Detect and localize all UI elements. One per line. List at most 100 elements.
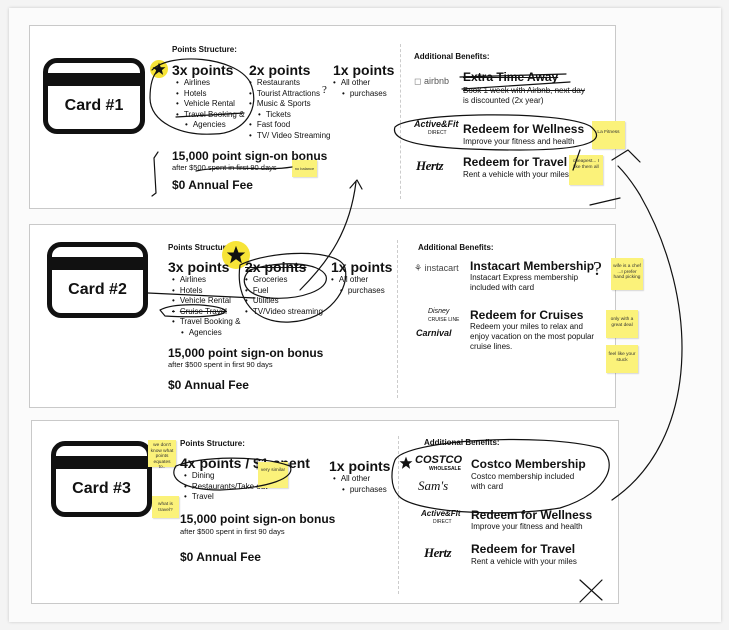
benefit-desc-line: included with card [470, 283, 535, 292]
cruise-logos: Disney CRUISE LINE Carnival [416, 308, 460, 338]
benefit-description: Rent a vehicle with your miles [471, 557, 577, 566]
list-item: All other [333, 78, 387, 89]
tier-1x-title: 1x points [329, 458, 391, 474]
list-item: TV/Video streaming [245, 307, 323, 318]
benefit-desc-line: Costco membership included [471, 472, 575, 481]
benefit-desc-line: Book 1 week with Airbnb, next day [463, 86, 585, 95]
signon-bonus: 15,000 point sign-on bonus [172, 149, 328, 163]
benefit-description: Improve your fitness and health [463, 137, 575, 146]
benefit-title: Extra Time Away [463, 70, 559, 84]
sticky-note-balance: no balance [292, 160, 317, 177]
card-2-image: Card #2 [47, 242, 148, 318]
benefit-title: Redeem for Wellness [463, 122, 585, 136]
sticky-note-travel: what is travel? [152, 496, 179, 518]
list-item: All other [333, 474, 387, 485]
list-item: Music & Sports [249, 99, 330, 110]
card-name: Card #1 [64, 97, 124, 114]
sticky-note-chef: wife is a chef ...I prefer hand picking [611, 258, 643, 290]
tier-1x-list: All other purchases [333, 78, 387, 99]
list-item: Travel [184, 492, 267, 503]
instacart-wordmark: instacart [424, 263, 459, 273]
list-item: Restaurants [249, 78, 330, 89]
card-1-image: Card #1 [43, 58, 145, 134]
benefit-desc-line: Instacart Express membership [470, 273, 579, 282]
disney-wordmark: Disney [428, 308, 450, 315]
disney-cruise-line: CRUISE LINE [428, 317, 460, 323]
benefit-description: Costco membership included with card [471, 472, 574, 492]
tier-4x-title: 4x points / $1 spent [180, 455, 310, 471]
column-divider [398, 436, 399, 594]
list-item: Groceries [245, 275, 323, 286]
annual-fee: $0 Annual Fee [168, 378, 249, 392]
handwritten-question-mark: ? [322, 84, 327, 96]
sticky-note-points-value: we don't know what points equates to.. [148, 440, 176, 470]
list-item: Airlines [172, 275, 240, 286]
active-fit-logo: Active&Fit DIRECT [414, 120, 459, 138]
benefit-desc-line: with card [471, 482, 504, 491]
sticky-note-la-fitness: La Fitness [592, 121, 625, 149]
tier-2x-list: Groceries Fuel Utilities TV/Video stream… [245, 275, 323, 317]
benefit-title: Redeem for Wellness [471, 508, 593, 522]
active-fit-logo: Active&Fit DIRECT [421, 509, 461, 527]
tier-2x-title: 2x points [249, 62, 311, 78]
benefit-desc-line: Redeem your miles to relax and [470, 322, 583, 331]
list-item: Hotels [176, 89, 244, 100]
list-item: Agencies [176, 120, 244, 131]
tier-1x-list: All other purchases [331, 275, 385, 296]
carnival-wordmark: Carnival [416, 328, 452, 338]
list-item: Travel Booking & [176, 110, 245, 121]
card-stripe [52, 257, 143, 270]
list-item: purchases [333, 485, 387, 496]
tier-2x-title: 2x points [245, 259, 307, 275]
benefit-title: Redeem for Travel [471, 542, 576, 556]
benefit-description: Book 1 week with Airbnb, next day is dis… [463, 86, 585, 106]
signon-bonus-condition: after $500 spent in first 90 days [172, 163, 277, 172]
card-stripe [56, 456, 147, 469]
annual-fee: $0 Annual Fee [180, 550, 261, 564]
star-icon [150, 60, 168, 78]
list-item: purchases [333, 89, 387, 100]
list-item: TV/ Video Streaming [249, 131, 331, 142]
list-item: Vehicle Rental [172, 296, 240, 307]
signon-bonus: 15,000 point sign-on bonus [168, 346, 324, 360]
list-item: Restaurants/Take out [184, 482, 268, 493]
hertz-logo: Hertz [416, 158, 444, 173]
sticky-note-great-deal: only with a great deal [606, 310, 638, 338]
benefit-title: Redeem for Cruises [470, 308, 584, 322]
points-structure-heading: Points Structure: [180, 439, 245, 448]
tier-3x-list: Airlines Hotels Vehicle Rental Cruise Tr… [172, 275, 241, 338]
card-stripe [48, 73, 140, 86]
costco-wholesale: WHOLESALE [429, 466, 461, 472]
handwritten-sams: Sam's [418, 478, 449, 493]
list-item: Fuel [245, 286, 323, 297]
list-item: Vehicle Rental [176, 99, 244, 110]
active-fit-wordmark: Active&Fit [421, 509, 461, 518]
additional-benefits-heading: Additional Benefits: [424, 438, 500, 447]
card-name: Card #2 [68, 281, 127, 298]
signon-bonus: 15,000 point sign-on bonus [180, 512, 336, 526]
tier-3x-title: 3x points [172, 62, 234, 78]
tier-1x-title: 1x points [331, 259, 393, 275]
points-structure-heading: Points Structure: [168, 243, 233, 252]
list-item: Travel Booking & [172, 317, 241, 328]
column-divider [400, 44, 401, 199]
sticky-note-stuck: feel like your stuck [606, 345, 638, 373]
benefit-description: Instacart Express membership included wi… [470, 273, 578, 293]
benefit-description: Redeem your miles to relax and enjoy vac… [470, 322, 594, 352]
active-fit-direct: DIRECT [428, 130, 447, 136]
handwritten-question-mark: ? [593, 258, 602, 280]
tier-3x-list: Airlines Hotels Vehicle Rental Travel Bo… [176, 78, 245, 131]
instacart-logo: ⚘ instacart [414, 263, 459, 273]
list-item: Airlines [176, 78, 244, 89]
annual-fee: $0 Annual Fee [172, 178, 253, 192]
list-item: Hotels [172, 286, 240, 297]
benefit-desc-line: cruise lines. [470, 342, 513, 351]
list-item: Tickets [249, 110, 330, 121]
tier-2x-list: Restaurants Tourist Attractions Music & … [249, 78, 331, 142]
sticky-note-very-similar: very similar [258, 462, 288, 488]
list-item: Cruise Travel [172, 307, 240, 318]
tier-1x-list: All other purchases [333, 474, 387, 495]
list-item: Utilities [245, 296, 323, 307]
list-item: purchases [331, 286, 385, 297]
star-icon [399, 456, 413, 470]
